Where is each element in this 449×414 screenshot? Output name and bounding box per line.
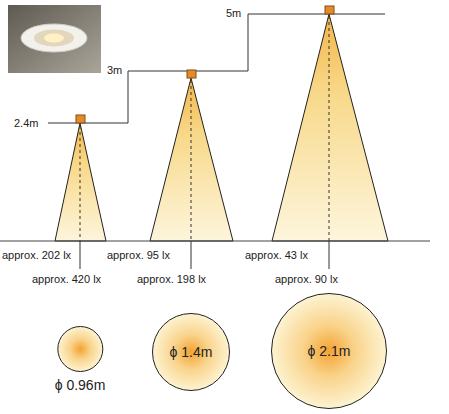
spot-outline <box>53 326 108 372</box>
spot-diameter: ϕ 2.1m <box>308 343 351 359</box>
illuminance-label: approx. 198 lx <box>137 273 206 286</box>
illuminance-label: approx. 420 lx <box>32 273 101 286</box>
illuminance-label: approx. 43 lx <box>245 249 308 262</box>
lamp-markers <box>76 6 334 123</box>
light-spot-circle: ϕ 0.96m <box>53 326 108 393</box>
spot-diameter: ϕ 1.4m <box>170 344 213 360</box>
height-steps <box>48 14 385 123</box>
floor-line <box>0 241 430 242</box>
height-label: 2.4m <box>14 117 38 130</box>
spot-diameter: ϕ 0.96m <box>55 377 106 393</box>
height-label: 3m <box>107 64 122 77</box>
light-spot-circle: ϕ 1.4m <box>152 313 230 391</box>
light-spot-circle: ϕ 2.1m <box>271 293 387 409</box>
center-lines <box>80 16 329 269</box>
light-cones <box>55 14 388 241</box>
illuminance-label: approx. 202 lx <box>2 249 71 262</box>
illuminance-label: approx. 90 lx <box>275 273 338 286</box>
illuminance-label: approx. 95 lx <box>107 249 170 262</box>
height-label: 5m <box>226 7 241 20</box>
downlight-photo <box>8 5 101 73</box>
